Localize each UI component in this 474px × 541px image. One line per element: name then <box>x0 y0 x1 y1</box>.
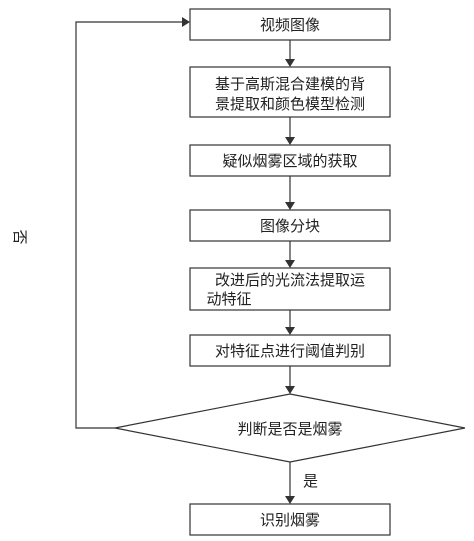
node-background-extraction-label-1: 基于高斯混合建模的背 <box>215 75 365 93</box>
edge-label-yes: 是 <box>303 472 318 490</box>
node-image-block-label: 图像分块 <box>260 217 320 235</box>
edge-video-to-background <box>285 40 295 67</box>
node-decision-label: 判断是否是烟雾 <box>237 420 342 438</box>
node-video-image: 视频图像 <box>189 8 391 41</box>
edge-block-to-optical-flow <box>285 241 295 268</box>
node-identify-smoke-label: 识别烟雾 <box>260 511 320 529</box>
edge-label-no: 否 <box>11 229 29 244</box>
edge-decision-to-identify-yes: 是 <box>285 462 318 504</box>
node-suspected-smoke-region: 疑似烟雾区域的获取 <box>189 144 391 177</box>
node-optical-flow-label-1: 改进后的光流法提取运 <box>215 271 365 289</box>
node-decision: 判断是否是烟雾 <box>114 393 466 463</box>
node-threshold-judgement-label: 对特征点进行阈值判别 <box>215 342 365 360</box>
edge-optical-flow-to-threshold <box>285 310 295 335</box>
edge-decision-loop-no <box>75 17 190 429</box>
edge-threshold-to-decision <box>285 366 295 394</box>
node-image-block: 图像分块 <box>189 209 391 242</box>
node-background-extraction-label-2: 景提取和颜色模型检测 <box>215 95 365 113</box>
edge-background-to-suspected <box>285 117 295 145</box>
edge-suspected-to-block <box>285 176 295 210</box>
node-threshold-judgement: 对特征点进行阈值判别 <box>189 334 391 367</box>
node-video-image-label: 视频图像 <box>260 16 320 34</box>
node-background-extraction: 基于高斯混合建模的背 景提取和颜色模型检测 <box>189 66 391 118</box>
node-optical-flow-label-2: 动特征 <box>206 290 251 308</box>
node-identify-smoke: 识别烟雾 <box>189 503 391 536</box>
node-optical-flow: 改进后的光流法提取运 动特征 <box>189 267 391 311</box>
node-suspected-smoke-region-label: 疑似烟雾区域的获取 <box>222 152 357 170</box>
